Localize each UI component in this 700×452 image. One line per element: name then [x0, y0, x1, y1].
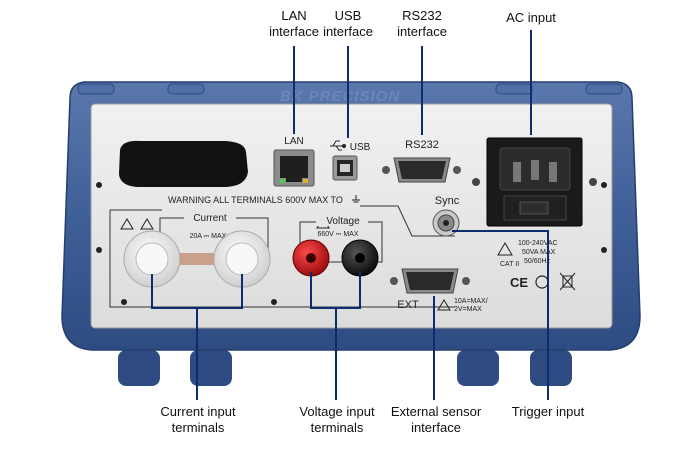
lan-port[interactable]: [273, 149, 315, 187]
bezel-top-tabs: [77, 83, 623, 95]
blanked-connector-cover: [119, 140, 248, 187]
voltage-callout-line1: Voltage input: [299, 404, 375, 419]
brand-logo: BK PRECISION: [280, 88, 401, 105]
cat-rating: CAT II: [500, 261, 519, 268]
current-callout: Current input terminals: [150, 404, 246, 436]
instrument-feet: [118, 350, 572, 386]
voltage-terminal-black[interactable]: [341, 239, 379, 277]
rs232-callout-line2: interface: [397, 24, 447, 39]
lan-callout-line1: LAN: [281, 8, 307, 23]
current-shunt-bar: [180, 253, 214, 265]
current-rating: 20A ⎓ MAX: [190, 233, 227, 240]
ext-rating-line1: 10A=MAX/: [454, 298, 488, 305]
ext-sensor-callout-line2: interface: [411, 420, 461, 435]
voltage-callout-line2: terminals: [310, 420, 364, 435]
ext-rating-line2: 2V=MAX: [454, 306, 482, 313]
current-callout-line1: Current input: [160, 404, 236, 419]
current-terminal-right[interactable]: [213, 230, 271, 288]
rs232-callout-line1: RS232: [402, 8, 442, 23]
lan-callout: LAN interface: [264, 8, 324, 40]
lan-callout-line2: interface: [269, 24, 319, 39]
voltage-callout: Voltage input terminals: [287, 404, 387, 436]
weee-bin-icon: [559, 272, 576, 291]
usb-port-label: USB: [350, 142, 371, 153]
panel-screws: [96, 182, 607, 305]
voltage-rating: 660V ⎓ MAX: [318, 231, 359, 238]
usb-icon: [330, 140, 346, 151]
ac-rating-line3: 50/60Hz: [524, 258, 551, 265]
ext-sensor-callout: External sensor interface: [384, 404, 488, 436]
ac-screw-left: [472, 178, 480, 186]
ext-port-label: EXT: [397, 299, 419, 311]
ac-screw-right: [589, 178, 597, 186]
usb-callout: USB interface: [316, 8, 380, 40]
ce-mark: CE: [510, 275, 528, 290]
ground-icon: [352, 195, 360, 203]
warning-divider-line: [360, 205, 455, 237]
rs232-port-label: RS232: [405, 139, 439, 151]
ext-sensor-callout-line1: External sensor: [390, 404, 482, 419]
lan-port-label: LAN: [284, 136, 303, 147]
usb-port[interactable]: [332, 155, 358, 181]
usb-callout-line2: interface: [323, 24, 373, 39]
ac-rating-line1: 100-240VAC: [518, 240, 558, 247]
leader-lines: [151, 30, 549, 400]
trigger-callout-line1: Trigger input: [511, 404, 585, 419]
warning-triangle-icons: [120, 217, 513, 311]
rs232-port[interactable]: [382, 157, 461, 183]
ext-sensor-port[interactable]: [390, 268, 470, 294]
ac-callout-line1: AC input: [506, 10, 556, 25]
trigger-callout: Trigger input: [500, 404, 596, 420]
warning-text: WARNING ALL TERMINALS 600V MAX TO: [168, 195, 343, 205]
ac-rating-line2: 50VA MAX: [522, 249, 556, 256]
current-callout-line2: terminals: [171, 420, 225, 435]
sync-bnc-connector[interactable]: [432, 209, 460, 237]
ac-callout: AC input: [493, 10, 569, 26]
current-title: Current: [193, 213, 227, 224]
usb-callout-line1: USB: [334, 8, 362, 23]
sync-port-label: Sync: [435, 195, 460, 207]
ac-power-inlet[interactable]: [486, 137, 583, 227]
voltage-terminal-red[interactable]: [292, 239, 330, 277]
voltage-title: Voltage: [326, 216, 360, 227]
rs232-callout: RS232 interface: [386, 8, 458, 40]
